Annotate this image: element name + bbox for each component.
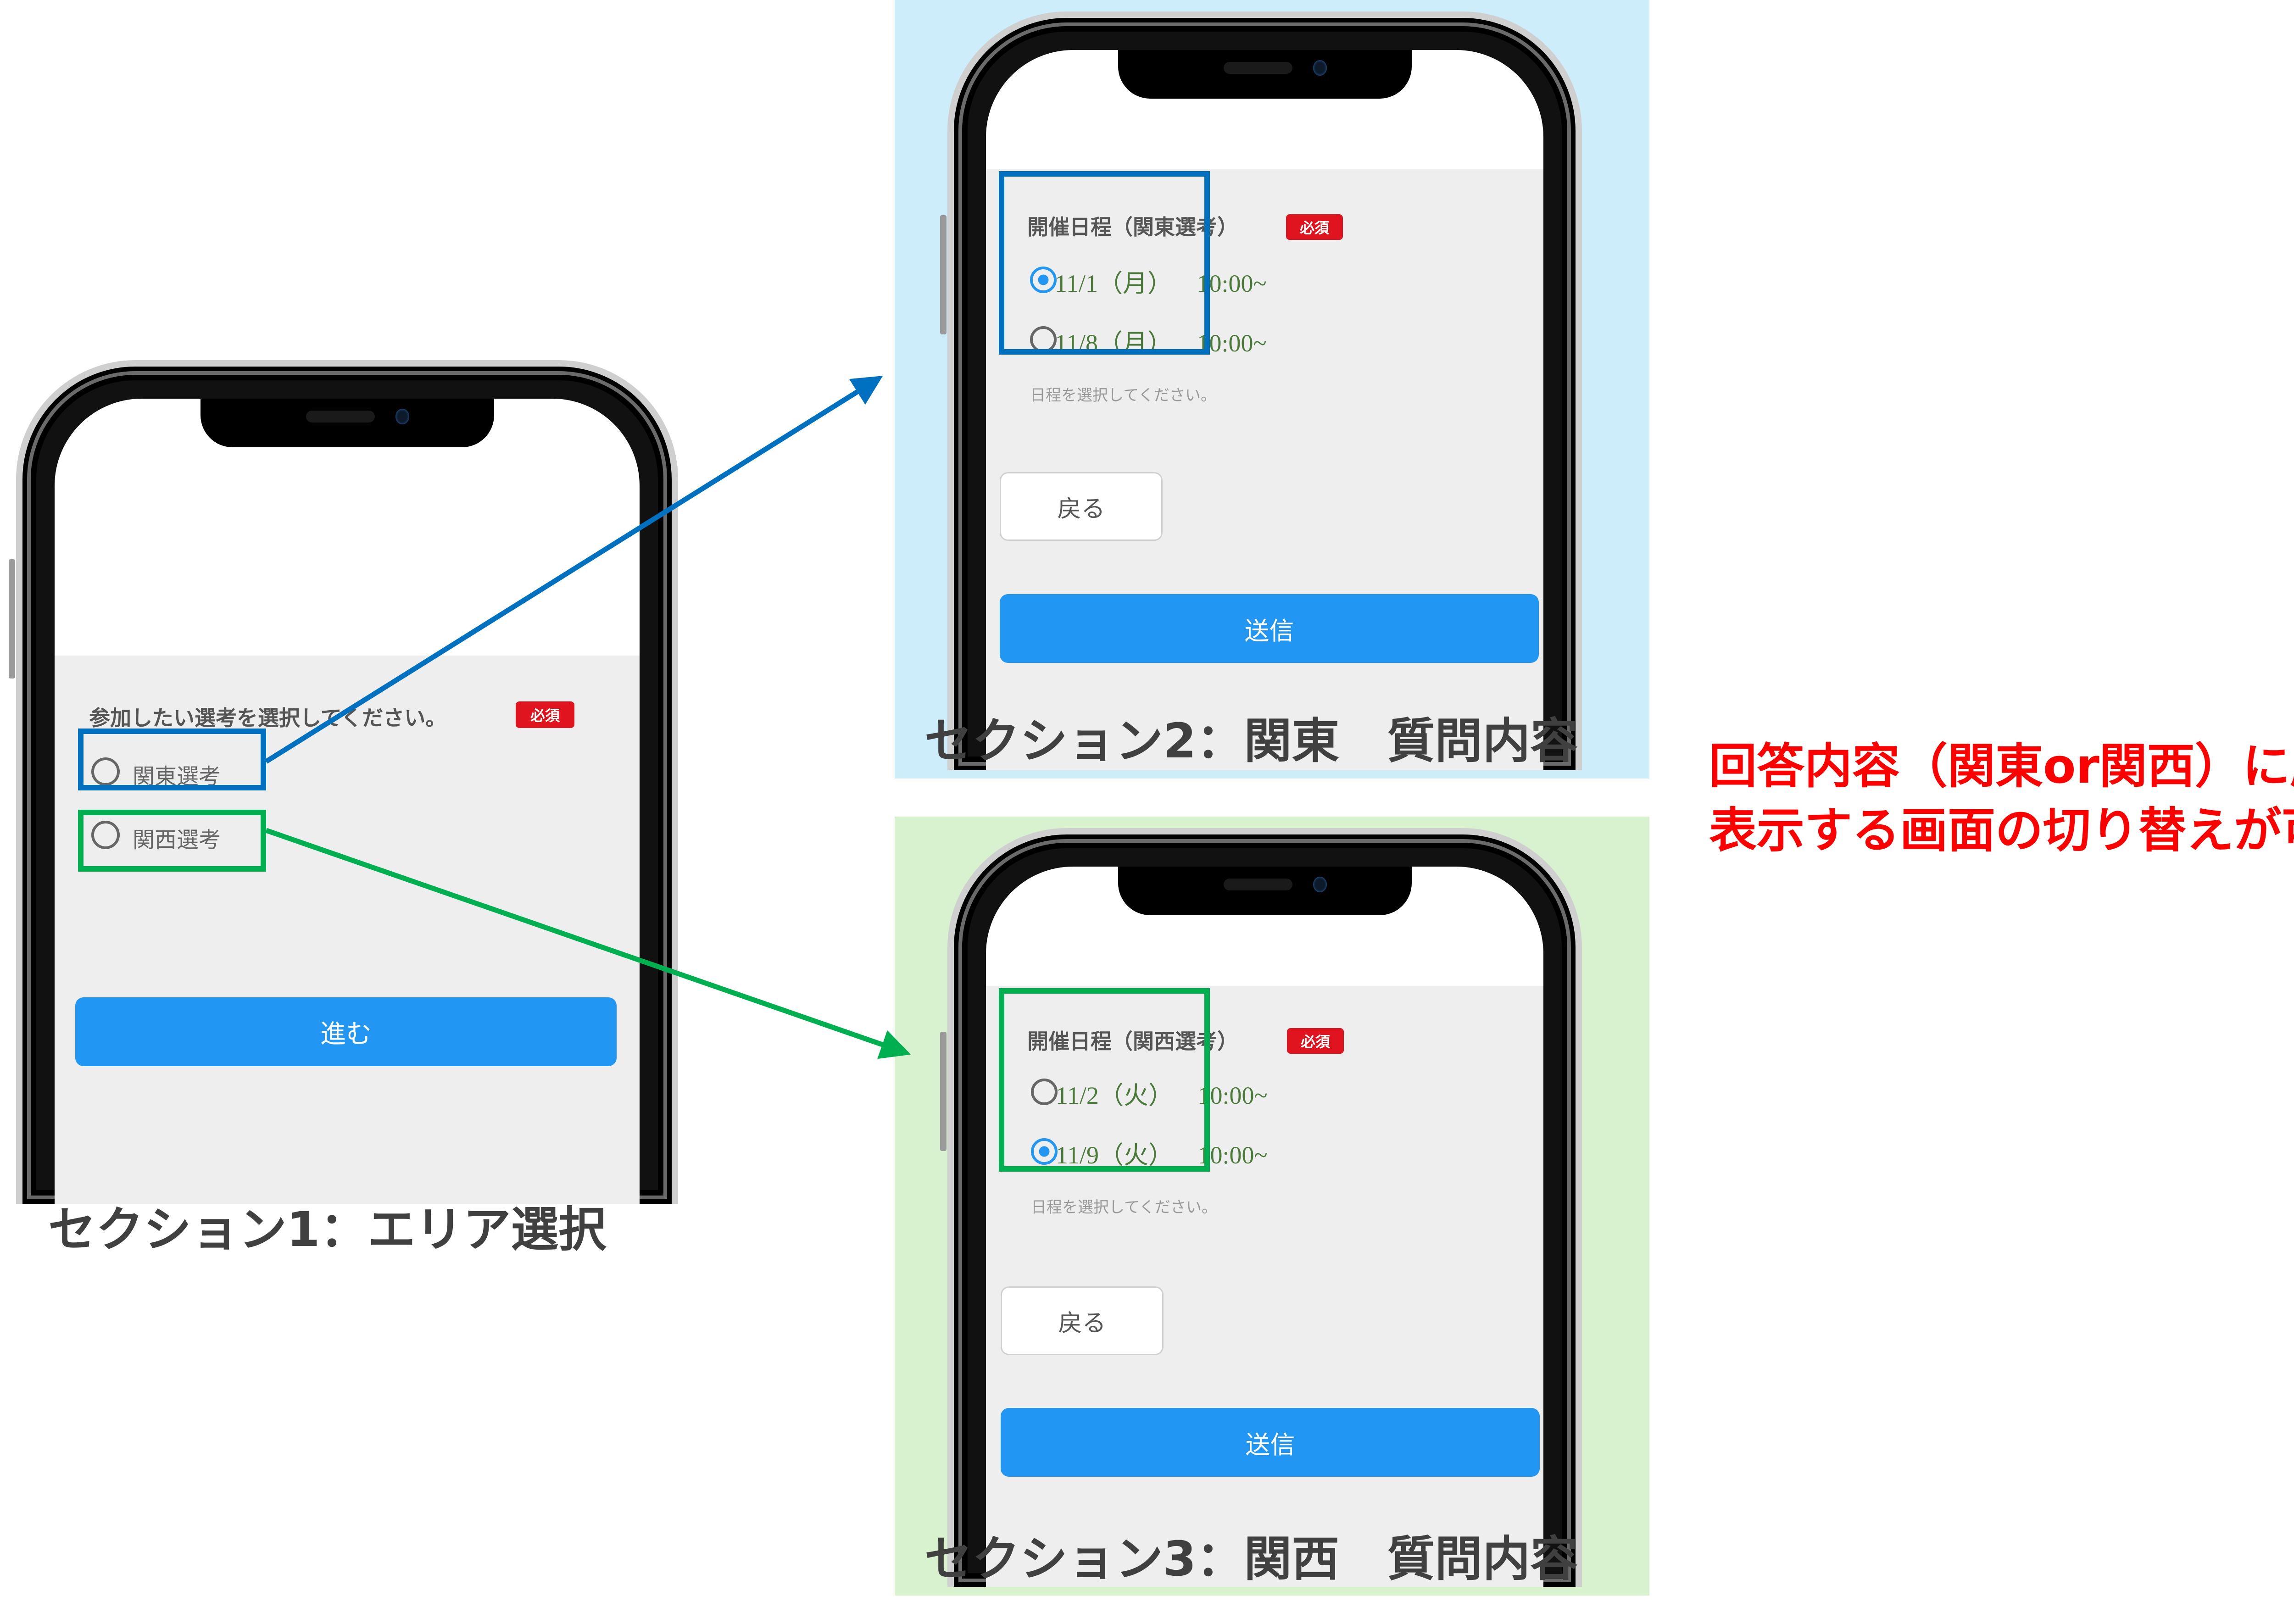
- phone-mockup: 開催日程（関東選考） 必須 11/1（月） 10:00~ 11/8（月） 10:…: [940, 11, 1582, 770]
- phone-notch: [200, 399, 494, 447]
- arrow-to-kansai: [265, 828, 911, 1059]
- phone-side-button: [940, 1032, 947, 1151]
- required-badge: 必須: [1287, 1028, 1344, 1054]
- kansai-option-highlight: [78, 810, 266, 872]
- phone-screen: 開催日程（関西選考） 必須 11/2（火） 10:00~ 11/9（火） 10:…: [986, 867, 1543, 1587]
- speaker-icon: [1223, 879, 1292, 890]
- phone-side-button: [9, 559, 15, 679]
- radio-option-1[interactable]: [1030, 267, 1057, 293]
- form-area: 開催日程（関東選考） 必須 11/1（月） 10:00~ 11/8（月） 10:…: [986, 169, 1543, 770]
- option-1-date: 11/2（火）: [1056, 1082, 1173, 1109]
- hint-text: 日程を選択してください。: [1031, 1198, 1217, 1217]
- section2-panel: 開催日程（関東選考） 必須 11/1（月） 10:00~ 11/8（月） 10:…: [895, 0, 1649, 779]
- question-label: 開催日程（関東選考）: [1027, 215, 1238, 239]
- required-badge: 必須: [1286, 214, 1343, 240]
- kansai-schedule-highlight: [999, 988, 1210, 1172]
- arrow-to-kanto: [265, 376, 883, 764]
- phone-notch: [1118, 867, 1412, 915]
- phone-screen: 参加したい選考を選択してください。 必須 関東選考 関西選考 進む: [55, 399, 640, 1204]
- form-area: 開催日程（関西選考） 必須 11/2（火） 10:00~ 11/9（火） 10:…: [986, 986, 1543, 1587]
- section1-phone-mockup: 参加したい選考を選択してください。 必須 関東選考 関西選考 進む: [9, 360, 678, 1204]
- phone-notch: [1118, 50, 1412, 99]
- section3-caption: セクション3：関西 質問内容: [924, 1531, 1578, 1587]
- radio-option-2[interactable]: [1031, 1138, 1058, 1165]
- question-label: 開催日程（関西選考）: [1027, 1029, 1238, 1054]
- callout-line1: 回答内容（関東or関西）に応じて: [1709, 738, 2294, 794]
- camera-icon: [1313, 877, 1327, 892]
- kanto-schedule-highlight: [999, 171, 1210, 355]
- camera-icon: [395, 409, 409, 424]
- back-button[interactable]: 戻る: [1000, 472, 1163, 541]
- camera-icon: [1313, 60, 1327, 76]
- submit-button[interactable]: 送信: [1000, 594, 1539, 663]
- phone-side-button: [940, 215, 947, 334]
- option-1-date: 11/1（月）: [1055, 270, 1172, 297]
- submit-button[interactable]: 送信: [1001, 1408, 1540, 1477]
- question-label: 参加したい選考を選択してください。: [89, 706, 447, 730]
- radio-option-1[interactable]: [1031, 1079, 1058, 1105]
- phone-screen: 開催日程（関東選考） 必須 11/1（月） 10:00~ 11/8（月） 10:…: [986, 50, 1543, 770]
- back-button[interactable]: 戻る: [1001, 1286, 1164, 1355]
- section3-panel: 開催日程（関西選考） 必須 11/2（火） 10:00~ 11/9（火） 10:…: [895, 817, 1649, 1596]
- kanto-option-highlight: [78, 729, 266, 790]
- next-button[interactable]: 進む: [75, 997, 617, 1066]
- option-2-date: 11/9（火）: [1056, 1141, 1173, 1169]
- callout-line2: 表示する画面の切り替えが可能！: [1709, 802, 2294, 858]
- required-badge: 必須: [516, 701, 574, 728]
- radio-kanto[interactable]: [91, 757, 120, 786]
- phone-mockup: 開催日程（関西選考） 必須 11/2（火） 10:00~ 11/9（火） 10:…: [940, 828, 1582, 1587]
- hint-text: 日程を選択してください。: [1030, 386, 1216, 405]
- speaker-icon: [306, 411, 375, 423]
- section1-caption: セクション1：エリア選択: [48, 1201, 607, 1257]
- option-kansai-label[interactable]: 関西選考: [133, 827, 221, 853]
- section2-caption: セクション2：関東 質問内容: [924, 713, 1578, 769]
- form-area: 参加したい選考を選択してください。 必須 関東選考 関西選考 進む: [55, 656, 640, 1204]
- speaker-icon: [1223, 62, 1292, 74]
- radio-kansai[interactable]: [91, 821, 120, 849]
